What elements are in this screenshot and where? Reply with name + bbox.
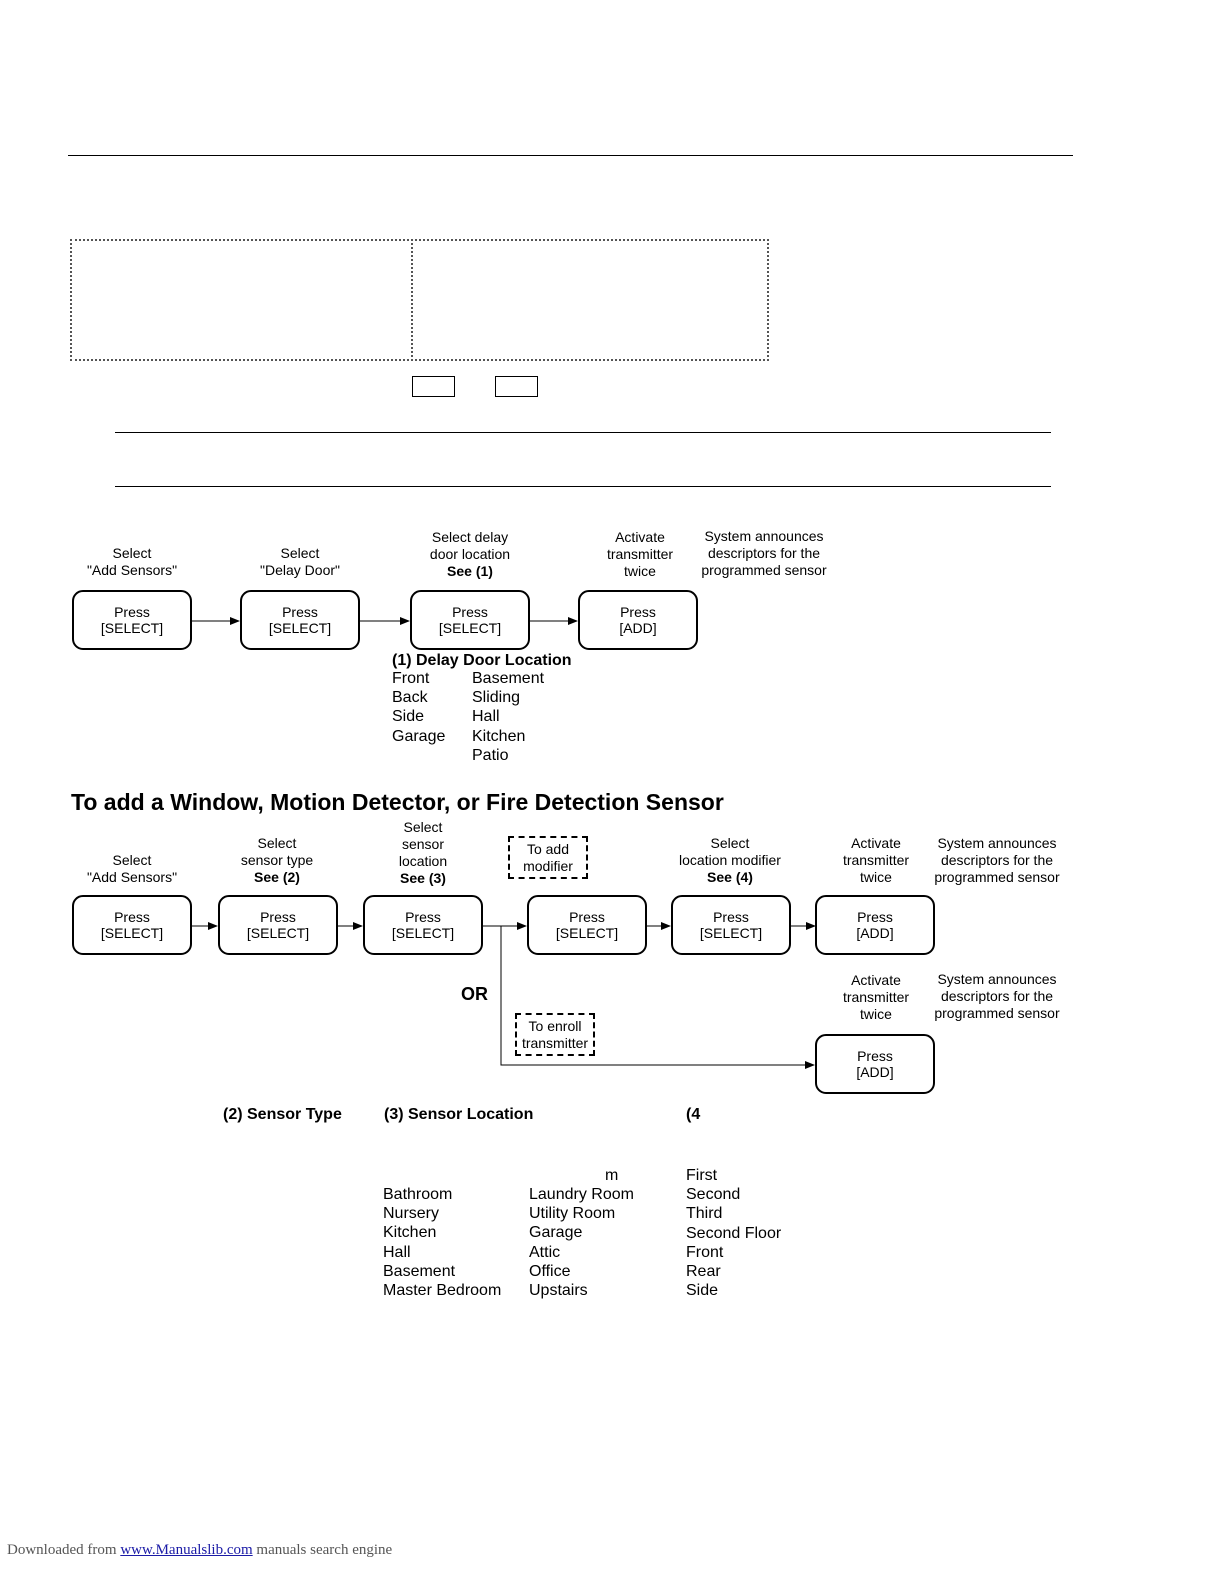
section-heading: To add a Window, Motion Detector, or Fir…: [71, 789, 724, 815]
window-step-6-button[interactable]: Press [ADD]: [815, 895, 935, 955]
sensor-location-list-1: Bathroom Nursery Kitchen Hall Basement M…: [383, 1186, 502, 1300]
modifier-note: To add modifier: [508, 836, 588, 879]
window-step-3-caption: Select sensor location See (3): [398, 819, 448, 886]
enroll-note: To enroll transmitter: [515, 1013, 595, 1056]
modifier-heading: (4: [686, 1106, 701, 1123]
alt-step-caption: Activate transmitter twice: [842, 972, 910, 1022]
sensor-location-heading: (3) Sensor Location: [384, 1106, 534, 1123]
window-step-1-caption: Select "Add Sensors": [86, 852, 178, 885]
window-step-4-button[interactable]: Press [SELECT]: [527, 895, 647, 955]
sensor-type-heading: (2) Sensor Type: [223, 1106, 342, 1123]
alt-add-button[interactable]: Press [ADD]: [815, 1034, 935, 1094]
stray-letter: m: [605, 1167, 619, 1184]
window-step-5-button[interactable]: Press [SELECT]: [671, 895, 791, 955]
window-step-6-caption: Activate transmitter twice: [842, 835, 910, 885]
delay-step-4-caption: Activate transmitter twice: [606, 529, 674, 579]
section-rule-1: [115, 432, 1051, 433]
delay-announce-caption: System announces descriptors for the pro…: [701, 528, 827, 578]
small-box-1: [412, 376, 455, 397]
window-step-5-caption: Select location modifier See (4): [679, 835, 781, 885]
delay-step-3-button[interactable]: Press [SELECT]: [410, 590, 530, 650]
manualslib-link[interactable]: www.Manualslib.com: [120, 1542, 253, 1558]
delay-step-1-caption: Select "Add Sensors": [86, 545, 178, 578]
delay-step-1-button[interactable]: Press [SELECT]: [72, 590, 192, 650]
window-step-2-caption: Select sensor type See (2): [240, 835, 314, 885]
small-box-2: [495, 376, 538, 397]
modifier-list: First Second Third Second Floor Front Re…: [686, 1167, 782, 1300]
window-step-2-button[interactable]: Press [SELECT]: [218, 895, 338, 955]
delay-step-4-button[interactable]: Press [ADD]: [578, 590, 698, 650]
window-step-3-button[interactable]: Press [SELECT]: [363, 895, 483, 955]
delay-step-2-caption: Select "Delay Door": [260, 545, 340, 578]
section-rule-2: [115, 486, 1051, 487]
dotted-box-right: [411, 239, 769, 361]
alt-announce-caption: System announces descriptors for the pro…: [934, 971, 1060, 1021]
delay-step-3-caption: Select delay door location See (1): [429, 529, 511, 579]
download-footer: Downloaded from www.Manualslib.com manua…: [7, 1542, 393, 1558]
top-rule: [68, 155, 1073, 156]
delay-location-list-2: Basement Sliding Hall Kitchen Patio: [472, 670, 545, 764]
sensor-location-list-2: Laundry Room Utility Room Garage Attic O…: [529, 1186, 634, 1300]
window-step-1-button[interactable]: Press [SELECT]: [72, 895, 192, 955]
delay-location-heading: (1) Delay Door Location: [392, 652, 572, 669]
delay-location-list-1: Front Back Side Garage: [392, 670, 446, 745]
window-announce-caption: System announces descriptors for the pro…: [934, 835, 1060, 885]
delay-step-2-button[interactable]: Press [SELECT]: [240, 590, 360, 650]
or-label: OR: [461, 984, 488, 1004]
